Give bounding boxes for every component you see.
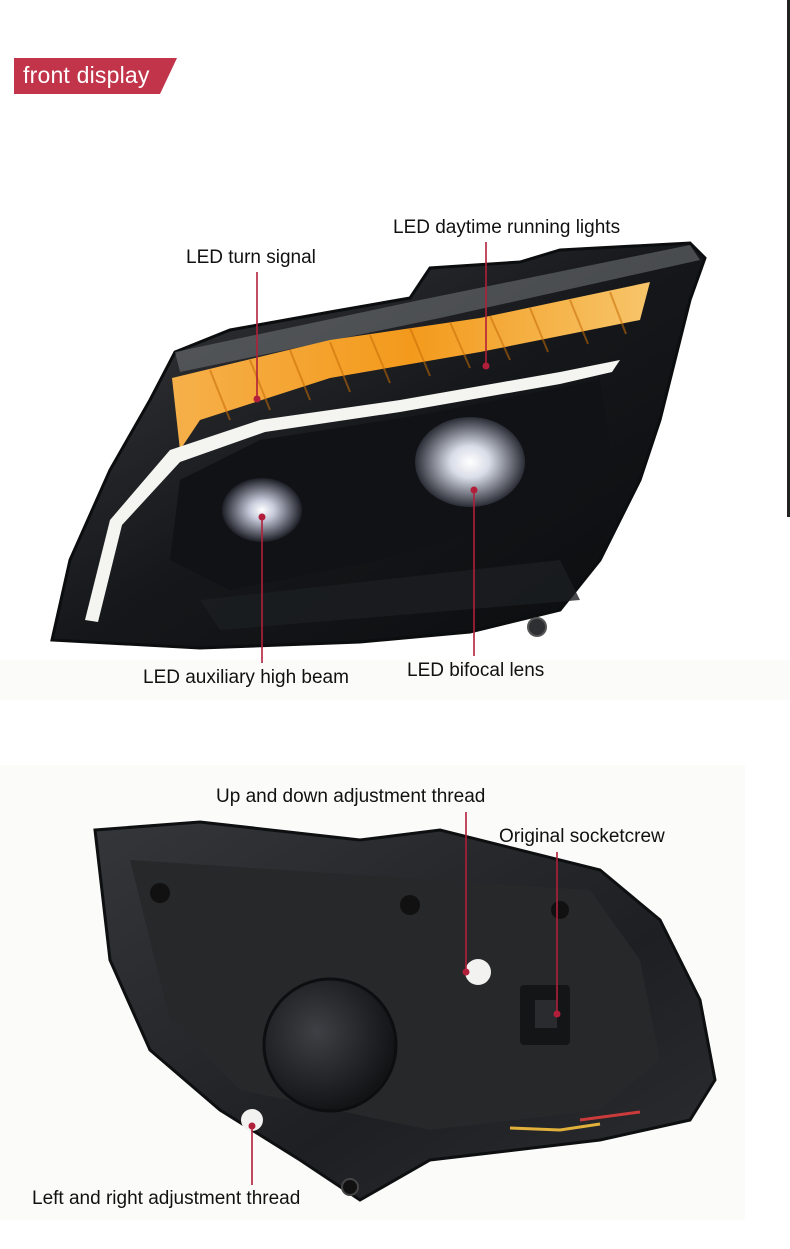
callout-original-socket: Original socketcrew — [499, 826, 665, 847]
front-panel-bottom — [0, 660, 790, 700]
callout-led-turn-signal: LED turn signal — [186, 247, 316, 268]
scrollbar[interactable] — [787, 0, 790, 517]
section-tag: front display — [14, 58, 177, 94]
section-tag-shape — [14, 58, 177, 94]
callout-left-right-adjustment: Left and right adjustment thread — [32, 1188, 301, 1209]
callout-led-bifocal-lens: LED bifocal lens — [407, 660, 545, 681]
callout-led-auxiliary-high-beam: LED auxiliary high beam — [143, 667, 349, 688]
callout-led-daytime-running-lights: LED daytime running lights — [393, 217, 621, 238]
front-headlamp-image — [50, 241, 707, 663]
section-tag-label: front display — [23, 62, 150, 88]
callout-up-down-adjustment: Up and down adjustment thread — [216, 786, 486, 807]
